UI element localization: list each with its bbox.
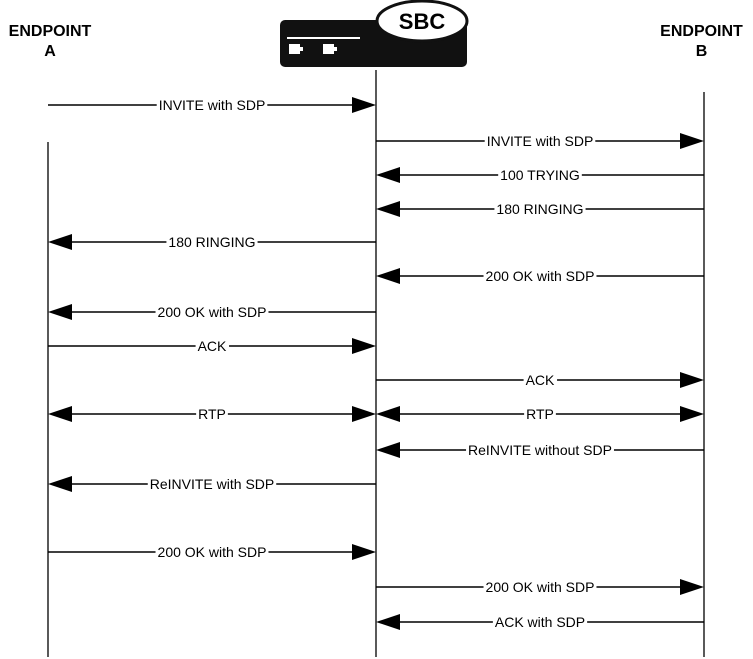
message-1: INVITE with SDP [48,97,376,113]
message-label: 200 OK with SDP [158,544,267,560]
message-label-background [156,97,268,113]
endpoint-a-label: ENDPOINT [8,23,92,40]
arrowhead [680,372,704,388]
message-label: ACK with SDP [495,614,585,630]
message-7: 200 OK with SDP [48,304,376,320]
message-16: ACK with SDP [376,614,704,630]
sbc-device-icon: SBC [280,0,469,67]
endpoint-b-label: ENDPOINT [660,23,743,40]
message-label-background [483,268,597,284]
arrowhead [48,234,72,250]
message-label: 180 RINGING [496,201,583,217]
message-label: ACK [526,372,555,388]
arrowhead [376,442,400,458]
arrowhead [376,201,400,217]
message-2: INVITE with SDP [376,133,704,149]
message-label-background [523,372,558,388]
arrowhead [680,579,704,595]
arrowhead [680,133,704,149]
message-12: ReINVITE without SDP [376,442,704,458]
message-label-background [196,406,228,422]
arrowhead [352,406,376,422]
arrowhead [376,406,400,422]
endpoint-a-letter: A [44,43,56,60]
arrowhead [352,544,376,560]
arrowhead [680,406,704,422]
message-label: 100 TRYING [500,167,580,183]
message-label: RTP [198,406,226,422]
message-label-background [155,544,269,560]
message-10: RTP [48,406,376,422]
message-8: ACK [48,338,376,354]
message-label-background [492,614,588,630]
message-label-background [484,133,596,149]
message-5: 180 RINGING [48,234,376,250]
message-3: 100 TRYING [376,167,704,183]
message-arrows: INVITE with SDP INVITE with SDP 100 TRYING… [48,97,704,630]
message-4: 180 RINGING [376,201,704,217]
message-label: RTP [526,406,554,422]
arrowhead [48,304,72,320]
message-label: 200 OK with SDP [486,579,595,595]
arrowhead [376,268,400,284]
arrowhead [376,614,400,630]
message-label-background [494,201,586,217]
endpoint-b-title: ENDPOINT B [650,22,753,62]
message-label-background [483,579,597,595]
message-label: INVITE with SDP [159,97,266,113]
message-label-background [524,406,556,422]
message-label-background [466,442,614,458]
endpoint-a-title: ENDPOINT A [0,22,100,62]
message-9: ACK [376,372,704,388]
message-label-background [195,338,230,354]
arrowhead [48,406,72,422]
message-label-background [155,304,269,320]
message-label: ReINVITE without SDP [468,442,612,458]
message-6: 200 OK with SDP [376,268,704,284]
message-13: ReINVITE with SDP [48,476,376,492]
message-15: 200 OK with SDP [376,579,704,595]
arrowhead [48,476,72,492]
message-14: 200 OK with SDP [48,544,376,560]
message-label: ReINVITE with SDP [150,476,274,492]
message-label-background [498,167,582,183]
message-label: ACK [198,338,227,354]
sbc-label: SBC [399,9,446,34]
message-label: 200 OK with SDP [486,268,595,284]
message-label: INVITE with SDP [487,133,594,149]
arrowhead [376,167,400,183]
arrowhead [352,97,376,113]
message-label: 200 OK with SDP [158,304,267,320]
message-label-background [147,476,277,492]
arrowhead [352,338,376,354]
endpoint-b-letter: B [695,43,708,60]
message-11: RTP [376,406,704,422]
message-label-background [166,234,258,250]
message-label: 180 RINGING [168,234,255,250]
